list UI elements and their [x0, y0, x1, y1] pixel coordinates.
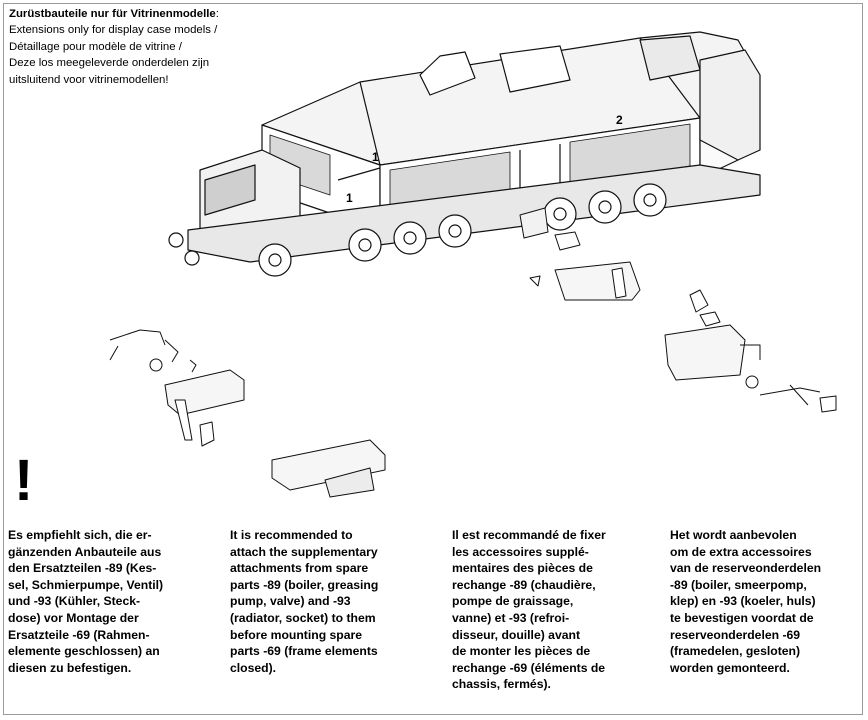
instruction-fr: Il est recommandé de fixer les accessoir…: [452, 527, 652, 693]
text-line: vanne) et -93 (refroi-: [452, 610, 570, 625]
header-title-suffix: :: [215, 8, 219, 20]
text-line: mentaires des pièces de: [452, 561, 593, 576]
text-line: Es empfiehlt sich, die er-: [8, 528, 152, 542]
text-line: elemente geschlossen) an: [8, 644, 160, 659]
text-line: pump, valve) and -93: [230, 594, 351, 609]
text-line: parts -69 (frame elements: [230, 644, 378, 659]
text-line: diesen zu befestigen.: [8, 660, 132, 675]
text-line: rechange -69 (éléments de: [452, 660, 606, 675]
header-title: Zurüstbauteile nur für Vitrinenmodelle:: [9, 6, 339, 22]
text-line: und -93 (Kühler, Steck-: [8, 594, 141, 609]
text-line: before mounting spare: [230, 627, 363, 642]
text-line: Het wordt aanbevolen: [670, 528, 797, 542]
header-line-nl-2: uitsluitend voor vitrinemodellen!: [9, 73, 169, 86]
text-line: om de extra accessoires: [670, 544, 812, 559]
unit-label-1b: 1: [372, 150, 379, 164]
header-line-en: Extensions only for display case models …: [9, 24, 218, 37]
text-line: klep) en -93 (koeler, huls): [670, 594, 816, 609]
text-line: attachments from spare: [230, 561, 369, 576]
text-line: -89 (boiler, smeerpomp,: [670, 577, 807, 592]
unit-label-1a: 1: [346, 191, 353, 205]
text-line: (framedelen, gesloten): [670, 644, 801, 659]
page-frame: [3, 3, 863, 715]
header-title-text: Zurüstbauteile nur für Vitrinenmodelle: [9, 8, 216, 20]
text-line: attach the supplementary: [230, 544, 378, 559]
text-line: gänzenden Anbauteile aus: [8, 544, 162, 559]
unit-label-2: 2: [616, 113, 623, 127]
header-note: Zurüstbauteile nur für Vitrinenmodelle: …: [9, 6, 339, 88]
text-line: te bevestigen voordat de: [670, 610, 814, 625]
text-line: worden gemonteerd.: [670, 660, 790, 675]
text-line: disseur, douille) avant: [452, 627, 581, 642]
text-line: sel, Schmierpumpe, Ventil): [8, 577, 164, 592]
text-line: les accessoires supplé-: [452, 544, 589, 559]
text-line: rechange -89 (chaudière,: [452, 577, 596, 592]
warning-exclamation-icon: !: [14, 448, 34, 513]
text-line: Il est recommandé de fixer: [452, 528, 606, 542]
text-line: reserveonderdelen -69: [670, 627, 801, 642]
instruction-nl: Het wordt aanbevolen om de extra accesso…: [670, 527, 865, 676]
text-line: Ersatzteile -69 (Rahmen-: [8, 627, 150, 642]
text-line: van de reserveonderdelen: [670, 561, 822, 576]
instruction-de: Es empfiehlt sich, die er- gänzenden Anb…: [8, 527, 198, 676]
instruction-en: It is recommended to attach the suppleme…: [230, 527, 430, 676]
text-line: dose) vor Montage der: [8, 610, 139, 625]
locomotive-illustration: 1 1 2: [109, 31, 837, 498]
text-line: de monter les pièces de: [452, 644, 591, 659]
text-line: closed).: [230, 660, 277, 675]
text-line: chassis, fermés).: [452, 677, 551, 692]
header-line-fr: Détaillage pour modèle de vitrine /: [9, 40, 182, 53]
text-line: pompe de graissage,: [452, 594, 574, 609]
text-line: den Ersatzteilen -89 (Kes-: [8, 561, 157, 576]
text-line: It is recommended to: [230, 528, 353, 542]
text-line: (radiator, socket) to them: [230, 610, 376, 625]
header-line-nl-1: Deze los meegeleverde onderdelen zijn: [9, 57, 210, 70]
text-line: parts -89 (boiler, greasing: [230, 577, 379, 592]
